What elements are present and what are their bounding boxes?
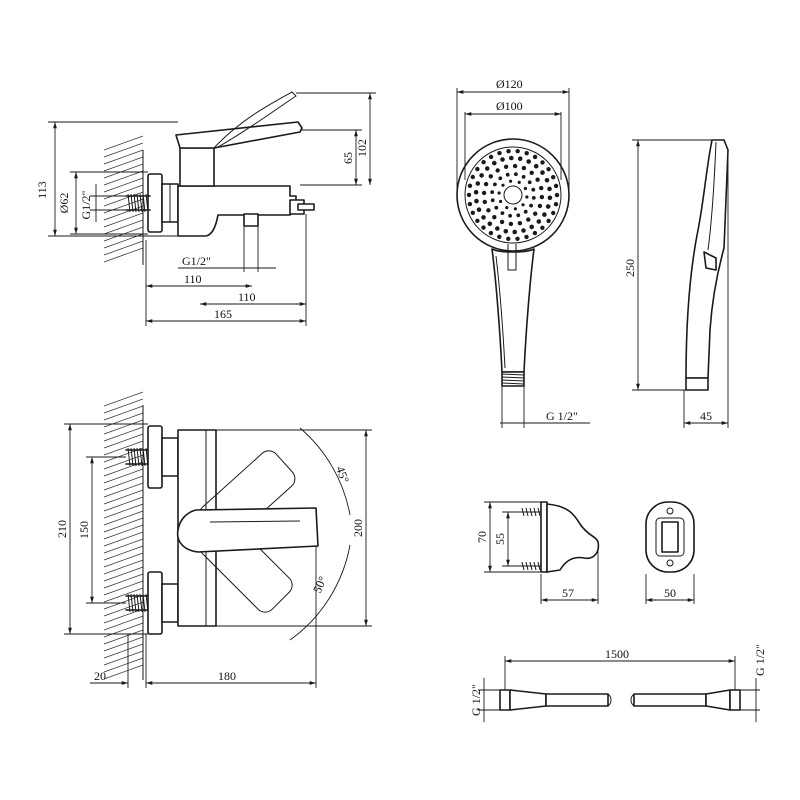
dim-g12-hose-left: G 1/2"	[469, 684, 483, 716]
dim-210: 210	[55, 520, 69, 538]
dim-1500: 1500	[605, 647, 629, 661]
dim-g12-outlet: G1/2"	[182, 254, 211, 268]
dim-d100: Ø100	[496, 99, 523, 113]
dim-45: 45	[700, 409, 712, 423]
dim-d120: Ø120	[496, 77, 523, 91]
dim-102: 102	[355, 139, 369, 157]
holder-side: 70 55 57	[475, 501, 600, 604]
dim-20: 20	[94, 669, 106, 683]
dim-110-b: 110	[238, 290, 256, 304]
angle-50: 50°	[310, 574, 330, 595]
dim-180: 180	[218, 669, 236, 683]
shower-hose: 1500 G 1/2" G 1/2"	[469, 644, 767, 722]
wall-hatching-top	[103, 135, 144, 265]
shower-head-front: Ø120 Ø100 G 1/2"	[456, 77, 590, 428]
dim-g12-hose-right: G 1/2"	[753, 644, 767, 676]
dim-70: 70	[475, 531, 489, 543]
mixer-front-view: 45° 50° 210 150 200 20 180	[55, 391, 372, 688]
dim-55: 55	[493, 533, 507, 545]
dim-g12-wall: G1/2"	[79, 190, 93, 219]
dim-110-a: 110	[184, 272, 202, 286]
dim-57: 57	[562, 586, 574, 600]
dim-g12-head: G 1/2"	[546, 409, 578, 423]
dim-50: 50	[664, 586, 676, 600]
nozzle-pattern	[466, 149, 560, 241]
angle-45: 45°	[333, 464, 352, 485]
shower-head-side: 250 45	[623, 139, 729, 428]
dim-165: 165	[214, 307, 232, 321]
dim-200: 200	[351, 519, 365, 537]
dim-250: 250	[623, 259, 637, 277]
mixer-side-view: 113 Ø62 G1/2" 65 102 G1/2" 110 110	[35, 91, 376, 326]
dim-65: 65	[341, 152, 355, 164]
holder-front: 50	[645, 501, 695, 604]
dim-113: 113	[35, 181, 49, 199]
dim-150: 150	[77, 521, 91, 539]
dim-d62: Ø62	[57, 193, 71, 214]
